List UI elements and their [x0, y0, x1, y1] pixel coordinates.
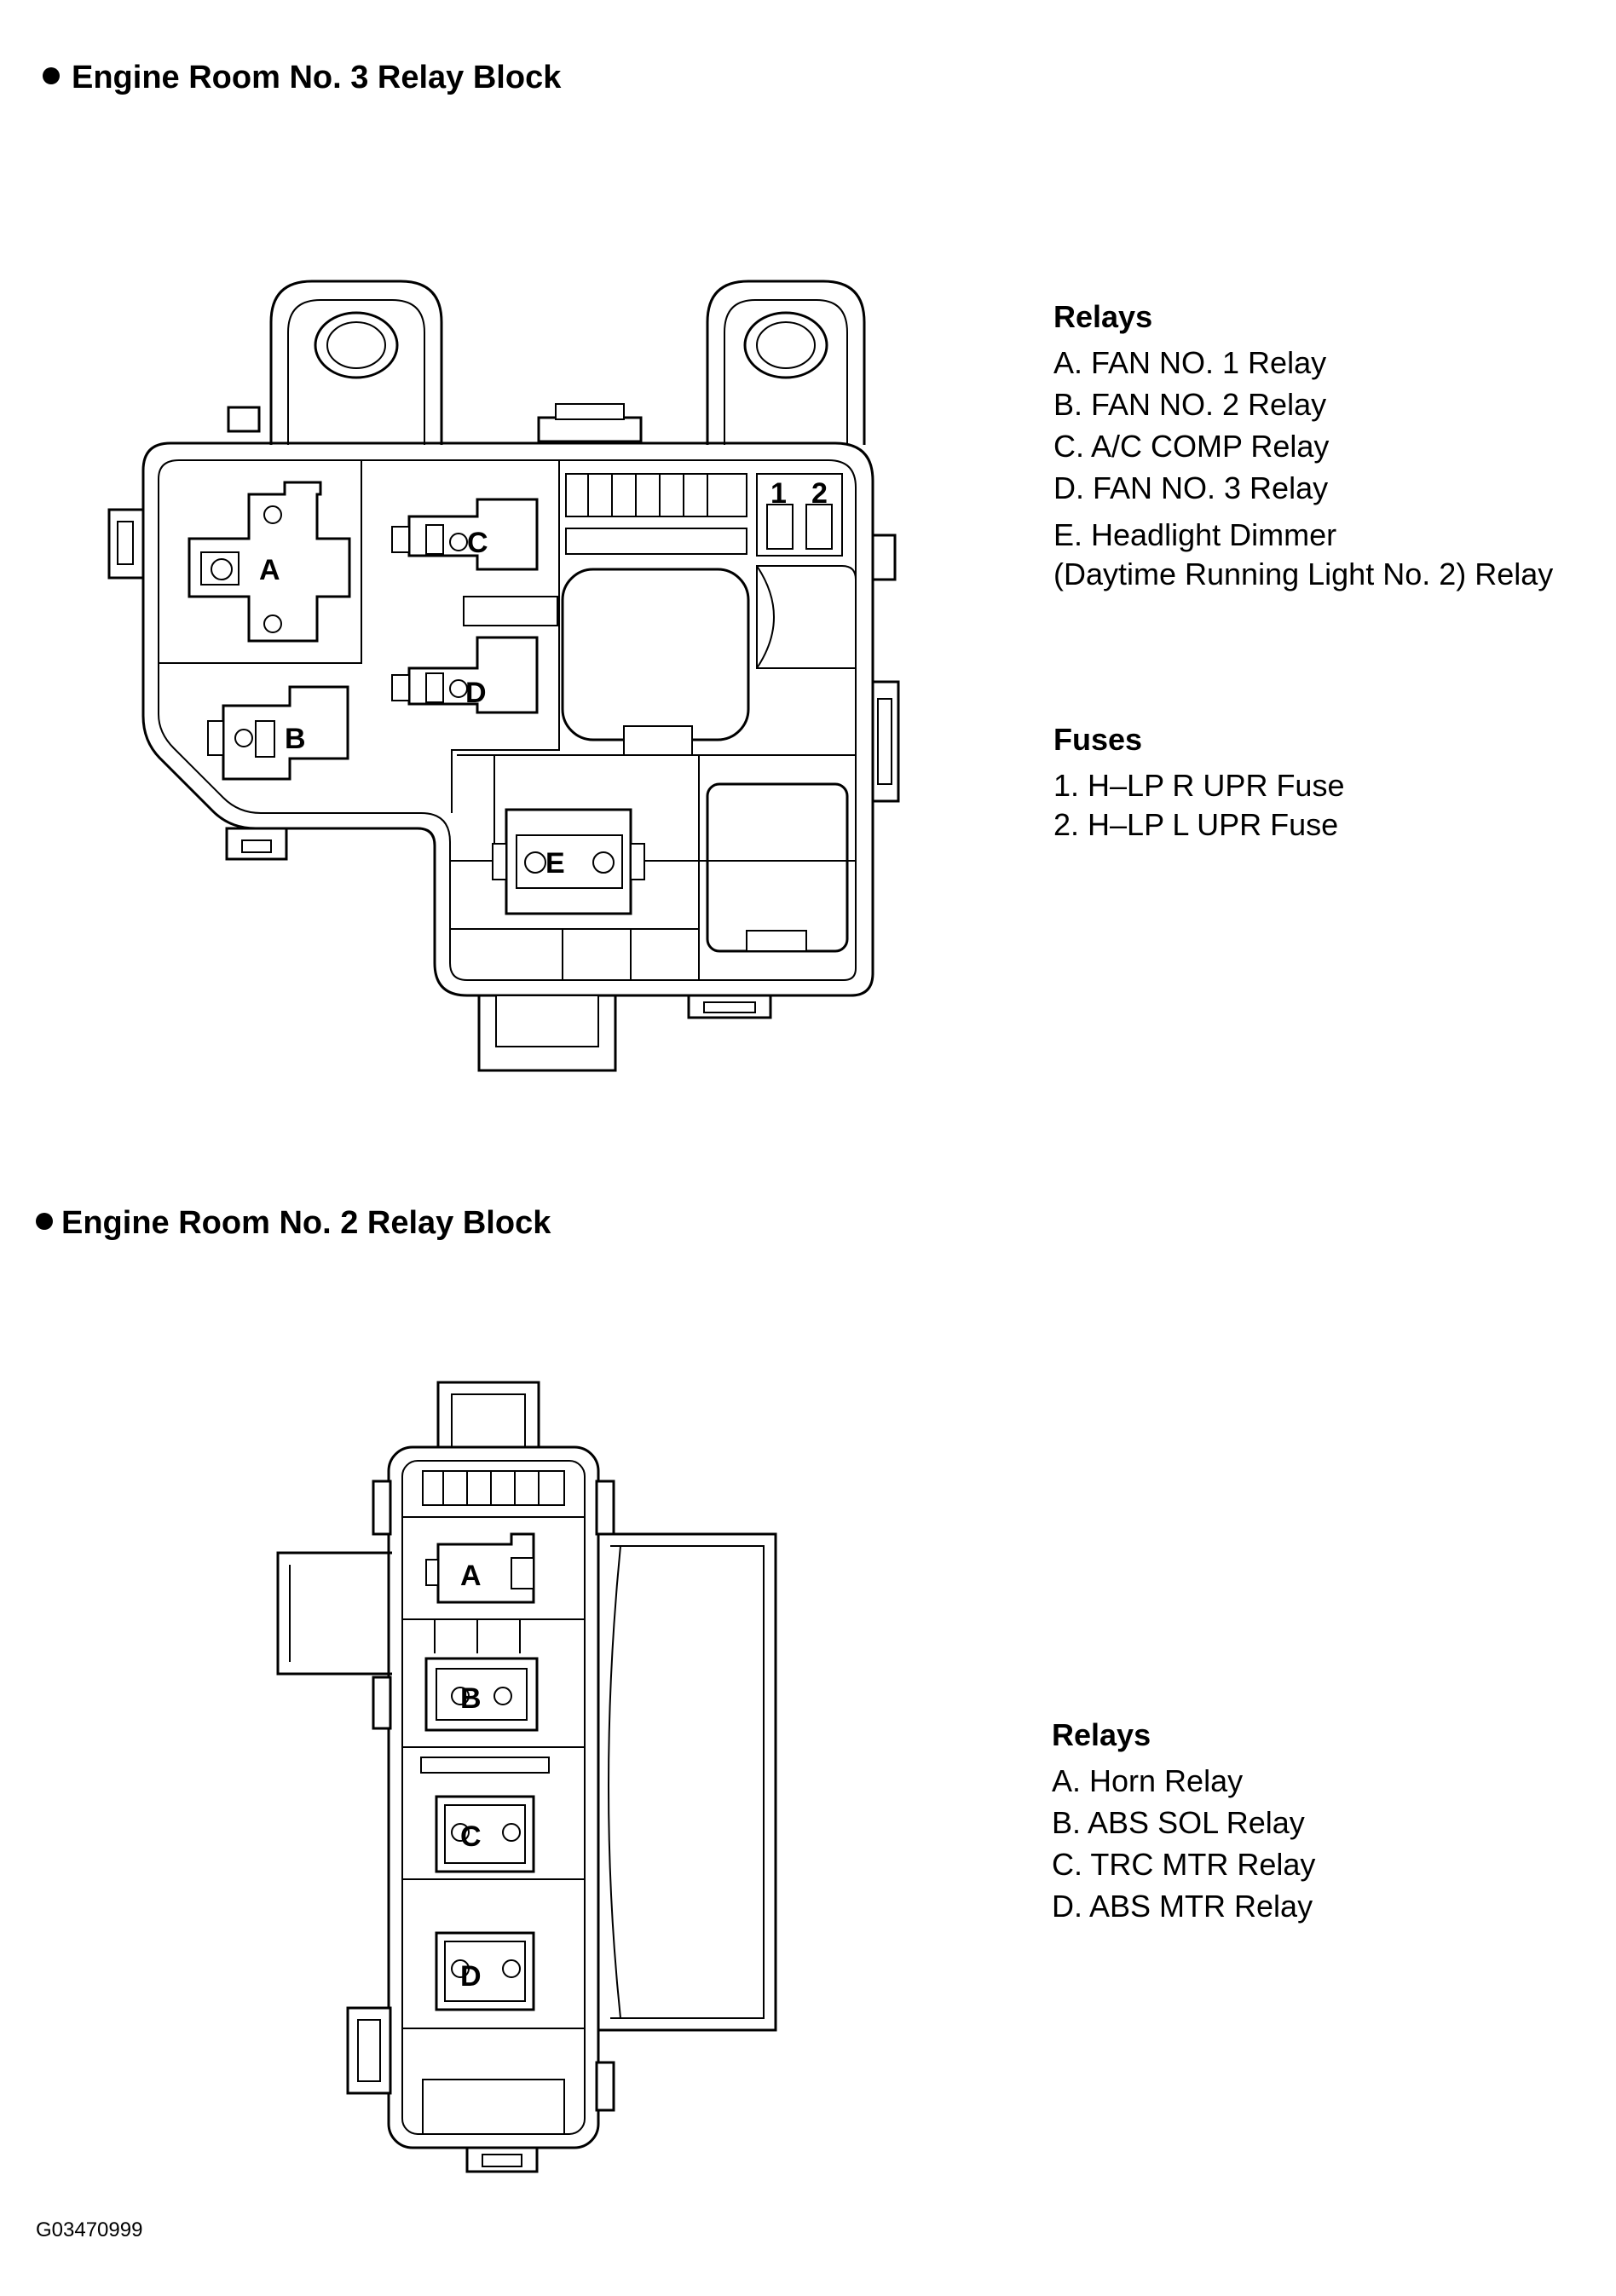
block2-relay-item: B. ABS SOL Relay	[1052, 1805, 1305, 1840]
bullet-icon	[36, 1213, 53, 1230]
block1-fuse-item: 2. H–LP L UPR Fuse	[1053, 807, 1338, 842]
block2-relays-title: Relays	[1052, 1717, 1151, 1752]
block2-relay-item: C. TRC MTR Relay	[1052, 1847, 1315, 1882]
block1-relay-item: E. Headlight Dimmer	[1053, 517, 1336, 552]
block2-label-B: B	[460, 1682, 482, 1715]
block1-relay-item: D. FAN NO. 3 Relay	[1053, 470, 1328, 505]
block1-title: Engine Room No. 3 Relay Block	[72, 60, 562, 95]
block1-fuse-item: 1. H–LP R UPR Fuse	[1053, 768, 1344, 803]
block1-label-A: A	[259, 554, 280, 586]
block2-label-D: D	[460, 1960, 482, 1993]
block1-relay-item: C. A/C COMP Relay	[1053, 429, 1329, 464]
block1-label-C: C	[467, 527, 488, 559]
block1-label-B: B	[285, 723, 306, 755]
block1-relays-title: Relays	[1053, 299, 1152, 334]
bullet-icon	[43, 67, 60, 84]
block1-relay-item: B. FAN NO. 2 Relay	[1053, 387, 1326, 422]
block2-label-C: C	[460, 1820, 482, 1853]
block2-relay-item: D. ABS MTR Relay	[1052, 1889, 1313, 1924]
relay-block-3-drawing	[107, 280, 900, 1072]
block1-label-E: E	[545, 847, 565, 880]
block1-fuses-title: Fuses	[1053, 722, 1142, 757]
block1-label-D: D	[465, 677, 487, 709]
block1-relay-item: A. FAN NO. 1 Relay	[1053, 345, 1326, 380]
relay-block-2-drawing	[276, 1381, 777, 2173]
block2-relay-item: A. Horn Relay	[1052, 1763, 1243, 1798]
block2-label-A: A	[460, 1560, 482, 1592]
block1-relay-item: (Daytime Running Light No. 2) Relay	[1053, 557, 1553, 591]
block2-title: Engine Room No. 2 Relay Block	[61, 1205, 551, 1241]
figure-code: G03470999	[36, 2218, 142, 2241]
block1-label-fuse2: 2	[811, 477, 828, 510]
block1-label-fuse1: 1	[770, 477, 787, 510]
